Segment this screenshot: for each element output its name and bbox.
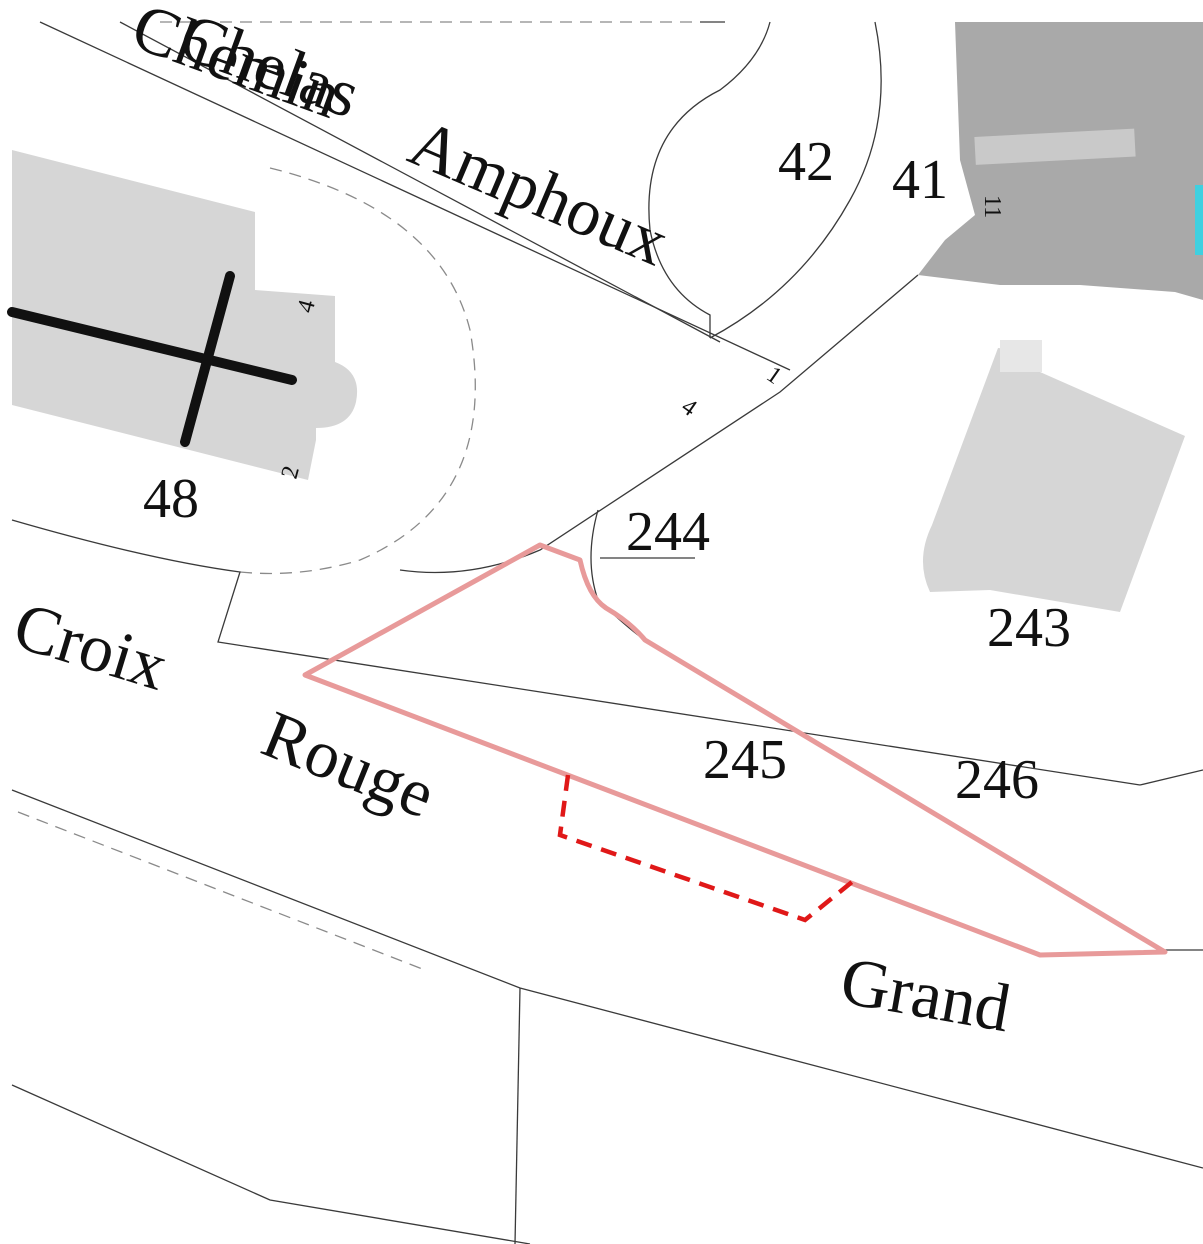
street-label-croix: Croix	[6, 587, 176, 705]
house-number-1-road: 1	[762, 362, 787, 390]
dashed-red-area	[557, 774, 854, 923]
house-number-11: 11	[979, 195, 1005, 218]
parcel-245: 245	[703, 729, 787, 791]
parcel-246: 246	[955, 749, 1039, 811]
parcel-48: 48	[143, 468, 199, 530]
parcel-42: 42	[778, 131, 834, 193]
parcel-lines	[11, 21, 1203, 1244]
cyan-edge-mark	[1195, 185, 1203, 255]
parcel-41: 41	[892, 149, 948, 211]
dashed-boundary-church	[239, 167, 476, 575]
house-number-4-road: 4	[677, 394, 702, 422]
parcel-245-highlight	[302, 542, 1168, 958]
building-stripe	[974, 128, 1136, 165]
building-243	[922, 348, 1185, 612]
building-243-light-notch	[1000, 340, 1042, 372]
dashed-boundary-lower-road	[17, 811, 426, 971]
street-label-grand: Grand	[835, 942, 1016, 1046]
church-building	[12, 150, 358, 480]
parcel-243: 243	[987, 597, 1071, 659]
building-dark-top-right	[918, 22, 1203, 300]
parcel-244: 244	[626, 501, 710, 563]
cross-icon	[7, 271, 297, 447]
